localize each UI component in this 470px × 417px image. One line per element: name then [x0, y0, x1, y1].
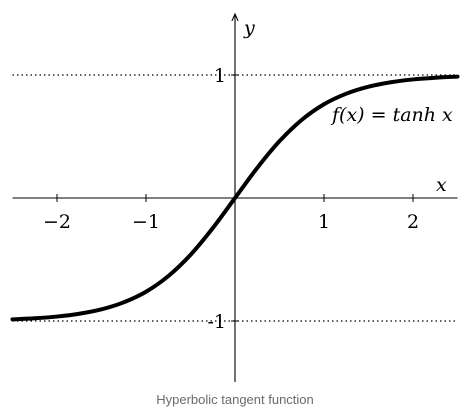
figure-caption: Hyperbolic tangent function [156, 392, 314, 407]
y-tick-label: 1 [214, 65, 226, 87]
y-axis-label: y [243, 17, 255, 39]
x-tick-label: 2 [407, 211, 419, 233]
x-tick-label: 1 [318, 211, 330, 233]
x-tick-label: −2 [43, 211, 71, 233]
x-tick-label: −1 [132, 211, 160, 233]
y-tick-label: -1 [207, 311, 226, 333]
tanh-curve [10, 74, 460, 322]
x-axis-label: x [436, 174, 447, 196]
function-label: f(x) = tanh x [330, 104, 453, 126]
